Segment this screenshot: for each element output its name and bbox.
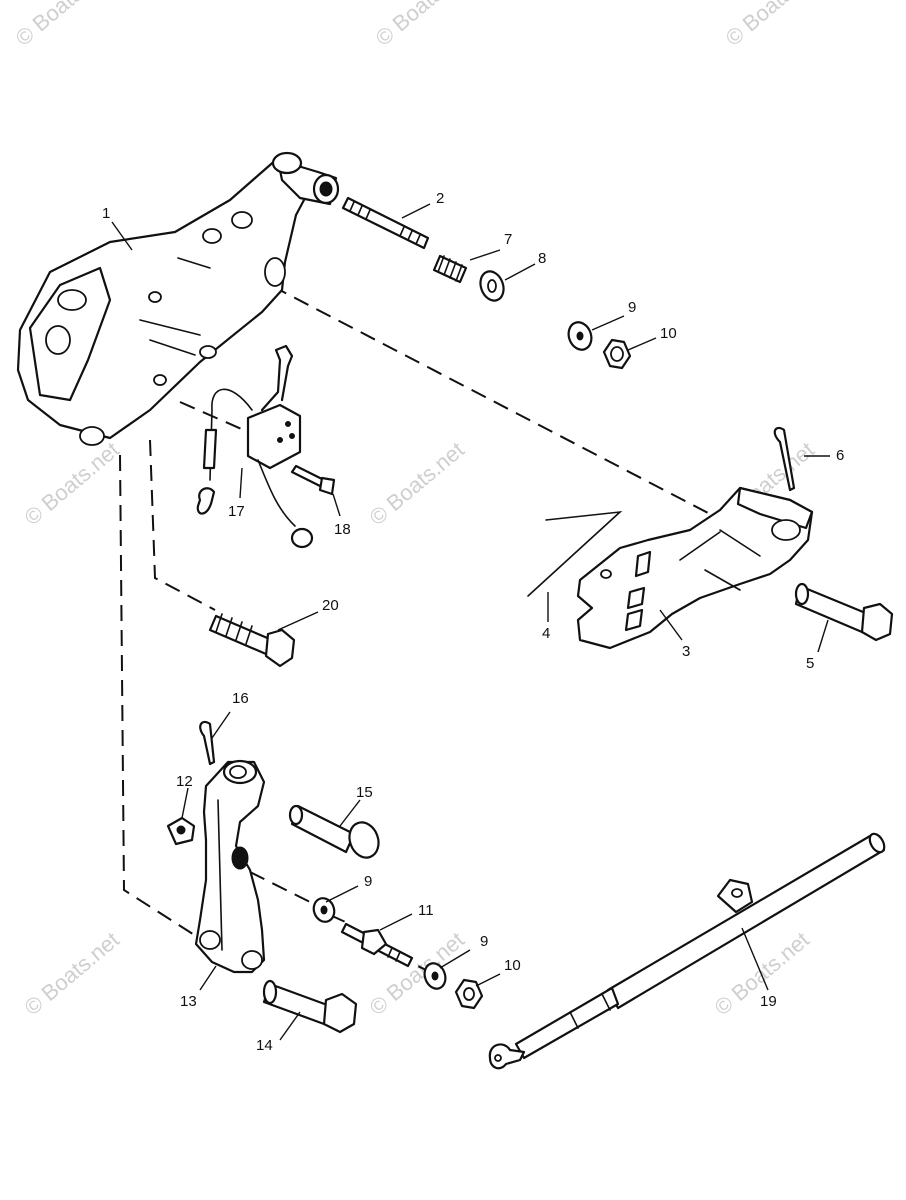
part-9-washer-c	[423, 962, 447, 990]
callout-10a: 10	[660, 325, 677, 342]
callout-18: 18	[334, 521, 351, 538]
part-19-rod	[488, 832, 886, 1070]
callout-16: 16	[232, 690, 249, 707]
watermark: © Boats.net	[19, 437, 123, 530]
callout-2: 2	[436, 190, 444, 207]
watermark: © Boats.net	[371, 0, 475, 51]
callout-19: 19	[760, 993, 777, 1010]
part-10-nut-a	[602, 338, 632, 370]
part-7-spring	[432, 254, 468, 284]
part-13-arm	[194, 759, 266, 974]
part-17-switch	[196, 344, 314, 549]
callout-17: 17	[228, 503, 245, 520]
callout-5: 5	[806, 655, 814, 672]
callout-13: 13	[180, 993, 197, 1010]
part-1-bracket	[16, 151, 340, 446]
leader-lines	[111, 203, 830, 1041]
part-9-washer-a	[567, 321, 593, 351]
callout-9c: 9	[480, 933, 488, 950]
part-3-lever	[576, 486, 814, 650]
part-4-wire	[527, 510, 623, 597]
part-5-shoulder-bolt	[794, 582, 894, 642]
part-16-cotter-pin	[199, 720, 216, 766]
callout-4: 4	[542, 625, 550, 642]
part-2-stud	[341, 196, 430, 250]
part-15-pin	[288, 804, 380, 859]
part-12-clip	[166, 816, 196, 846]
part-20-bolt	[208, 613, 296, 668]
part-6-cotter-pin	[773, 426, 796, 492]
callout-8: 8	[538, 250, 546, 267]
callouts: 1 2 7 8 9 10 6 3 4 5 17 18 20 16 12 15 9…	[102, 190, 844, 1054]
callout-9a: 9	[628, 299, 636, 316]
part-14-shoulder-bolt	[262, 979, 358, 1034]
callout-15: 15	[356, 784, 373, 801]
callout-10b: 10	[504, 957, 521, 974]
watermark: © Boats.net	[19, 927, 123, 1020]
watermark: © Boats.net	[721, 0, 825, 51]
part-11-stud	[340, 922, 414, 968]
part-10-nut-b	[454, 978, 484, 1010]
callout-20: 20	[322, 597, 339, 614]
callout-7: 7	[504, 231, 512, 248]
callout-1: 1	[102, 205, 110, 222]
part-18-screw	[290, 464, 336, 496]
callout-3: 3	[682, 643, 690, 660]
callout-12: 12	[176, 773, 193, 790]
watermark: © Boats.net	[364, 437, 468, 530]
callout-9b: 9	[364, 873, 372, 890]
callout-14: 14	[256, 1037, 273, 1054]
part-8-washer	[479, 270, 505, 302]
callout-6: 6	[836, 447, 844, 464]
part-9-washer-b	[312, 897, 336, 923]
watermark: © Boats.net	[11, 0, 115, 51]
callout-11: 11	[418, 902, 434, 919]
